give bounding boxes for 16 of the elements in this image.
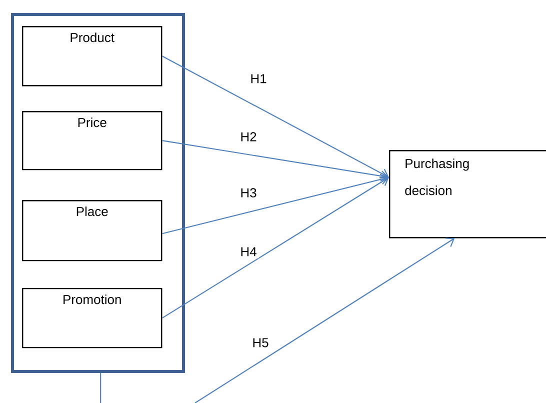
- edge-label: H3: [241, 188, 256, 198]
- factor-box: Place: [22, 200, 162, 262]
- edge-label: H5: [253, 338, 268, 348]
- arrow: [162, 56, 389, 179]
- arrow: [194, 238, 455, 403]
- factor-box: Price: [22, 111, 162, 170]
- arrow: [162, 140, 389, 182]
- outcome-box: Purchasing decision: [389, 150, 546, 238]
- edge-label: H2: [241, 132, 256, 142]
- factor-box: Promotion: [22, 288, 162, 348]
- edge-label: H1: [251, 74, 266, 84]
- arrow: [162, 174, 389, 234]
- group-frame: [11, 13, 185, 373]
- factor-box: Product: [22, 26, 162, 86]
- edge-label: H4: [241, 247, 256, 256]
- arrow: [162, 176, 389, 319]
